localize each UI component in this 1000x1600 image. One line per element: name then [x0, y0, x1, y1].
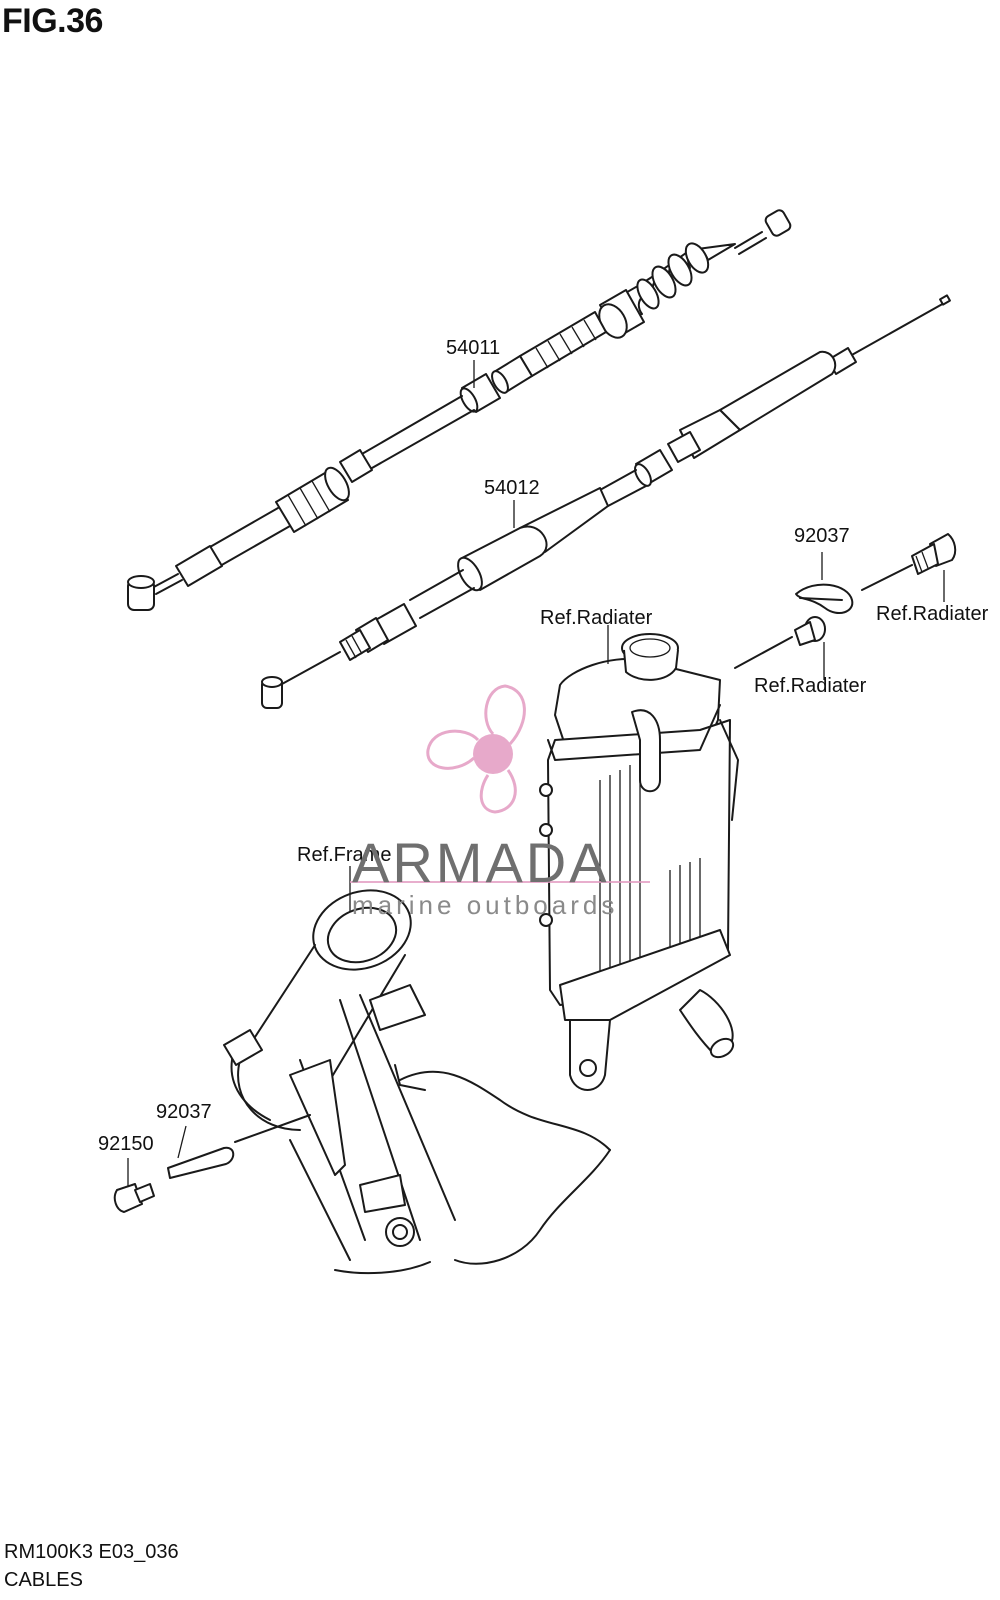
callout-92037-top: 92037 — [794, 525, 850, 547]
clamp-92037-bottom — [167, 1114, 311, 1179]
leader-lines — [127, 360, 945, 1186]
clutch-cable-54011 — [127, 209, 792, 611]
footer-section: CABLES — [4, 1569, 83, 1591]
watermark-tagline: marine outboards — [352, 890, 619, 920]
footer-code: RM100K3 E03_036 — [4, 1541, 179, 1563]
watermark-brand: ARMADA — [352, 831, 610, 894]
propeller-icon — [426, 684, 526, 814]
callout-ref-radiater-right: Ref.Radiater — [876, 603, 989, 625]
clamp-92037-top — [795, 583, 854, 615]
callout-ref-radiater-top: Ref.Radiater — [540, 607, 653, 629]
bolt-92150 — [113, 1183, 155, 1213]
callout-54012: 54012 — [484, 477, 540, 499]
callout-92150: 92150 — [98, 1133, 154, 1155]
radiator-reference — [539, 633, 739, 1091]
figure-title: FIG.36 — [2, 2, 103, 40]
brake-cable-54012 — [261, 294, 951, 709]
collar-radiater — [734, 616, 826, 669]
callout-92037-bottom: 92037 — [156, 1101, 212, 1123]
callout-54011: 54011 — [446, 337, 501, 359]
callout-ref-frame: Ref.Frame — [297, 844, 392, 866]
frame-reference — [223, 889, 611, 1275]
bolt-radiater — [861, 533, 957, 591]
callout-ref-radiater-mid: Ref.Radiater — [754, 675, 867, 697]
